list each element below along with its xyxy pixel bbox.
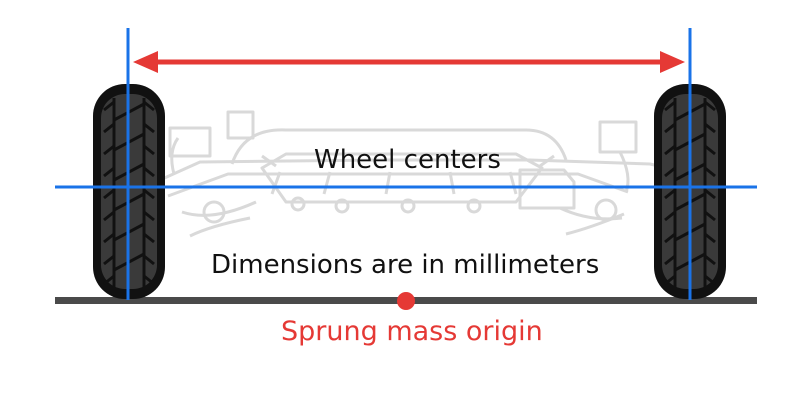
units-note-label: Dimensions are in millimeters (211, 250, 600, 280)
origin-dot-icon (397, 292, 415, 310)
sprung-mass-origin-label: Sprung mass origin (281, 316, 543, 347)
track-width-arrow (133, 51, 685, 73)
wheel-centers-label: Wheel centers (314, 145, 501, 175)
suspension-assembly-icon (159, 110, 711, 238)
